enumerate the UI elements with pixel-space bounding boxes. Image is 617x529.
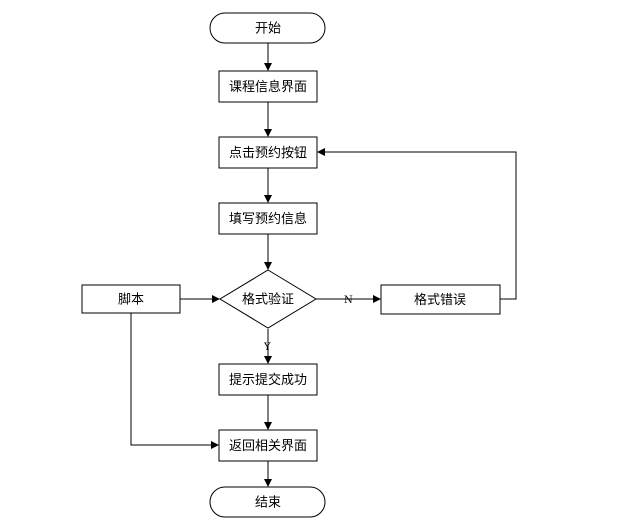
end-node: 结束 [209,486,326,518]
edge-label-no: N [344,295,353,306]
format-error-node: 格式错误 [380,284,501,315]
fill-info-node: 填写预约信息 [218,202,318,235]
format-check-node: 格式验证 [219,269,317,329]
course-info-node: 课程信息界面 [218,70,318,103]
end-label: 结束 [255,496,281,511]
return-page-node: 返回相关界面 [218,429,318,462]
script-label: 脚本 [118,292,144,308]
start-label: 开始 [255,22,281,37]
format-check-label: 格式验证 [242,292,294,308]
fill-info-label: 填写预约信息 [229,211,307,227]
edge-script-to-return [130,313,219,449]
edges [130,43,517,487]
submit-success-node: 提示提交成功 [218,363,318,396]
format-error-label: 格式错误 [414,292,466,308]
click-reserve-label: 点击预约按钮 [229,146,307,161]
edge-error-to-click [317,148,517,300]
click-reserve-node: 点击预约按钮 [218,136,318,169]
submit-success-label: 提示提交成功 [229,372,307,388]
course-info-label: 课程信息界面 [229,79,307,95]
script-node: 脚本 [81,284,181,314]
start-node: 开始 [209,12,326,44]
edge-label-yes: Y [263,342,271,353]
return-page-label: 返回相关界面 [229,439,307,454]
